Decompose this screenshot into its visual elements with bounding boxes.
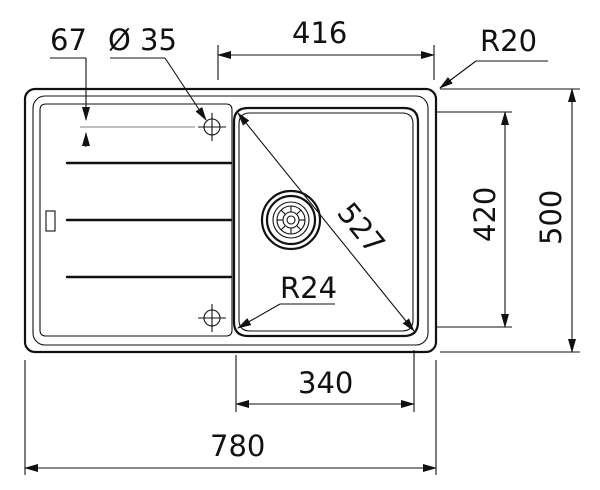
drainer-grooves — [45, 161, 233, 279]
sink-outer-edge — [23, 87, 438, 354]
bowl-outline — [232, 106, 420, 338]
dimension-bowl-inner-width: 340 — [235, 350, 415, 412]
bowl-width-label: 416 — [292, 16, 347, 50]
dimension-overall-depth: 500 — [440, 88, 580, 353]
drain-strainer — [260, 189, 322, 251]
bowl-inner-width-label: 340 — [298, 366, 353, 400]
dimension-outer-radius: R20 — [439, 24, 548, 89]
tap-hole-top — [198, 113, 226, 141]
overall-depth-label: 500 — [534, 190, 568, 245]
sink-inner-rim — [32, 95, 429, 346]
inner-radius-label: R24 — [280, 271, 337, 305]
bowl-depth-label: 420 — [468, 187, 502, 242]
dimension-hole-diameter: Ø 35 — [108, 23, 207, 121]
drainer-notch — [45, 210, 56, 232]
overall-width-label: 780 — [210, 429, 265, 463]
bowl-diagonal-label: 527 — [331, 196, 392, 260]
dimension-bowl-depth: 420 — [436, 111, 512, 328]
dimension-inner-radius: R24 — [237, 271, 337, 329]
hole-diameter-label: Ø 35 — [108, 23, 177, 57]
drainer-offset-label: 67 — [50, 23, 87, 57]
tap-hole-bottom — [198, 304, 226, 332]
dimension-overall-width: 780 — [24, 360, 437, 475]
dimension-drainer-offset: 67 — [50, 23, 195, 147]
outer-radius-label: R20 — [480, 24, 537, 58]
drainer-tray-outline — [39, 103, 233, 337]
dimension-bowl-width: 416 — [217, 16, 435, 80]
